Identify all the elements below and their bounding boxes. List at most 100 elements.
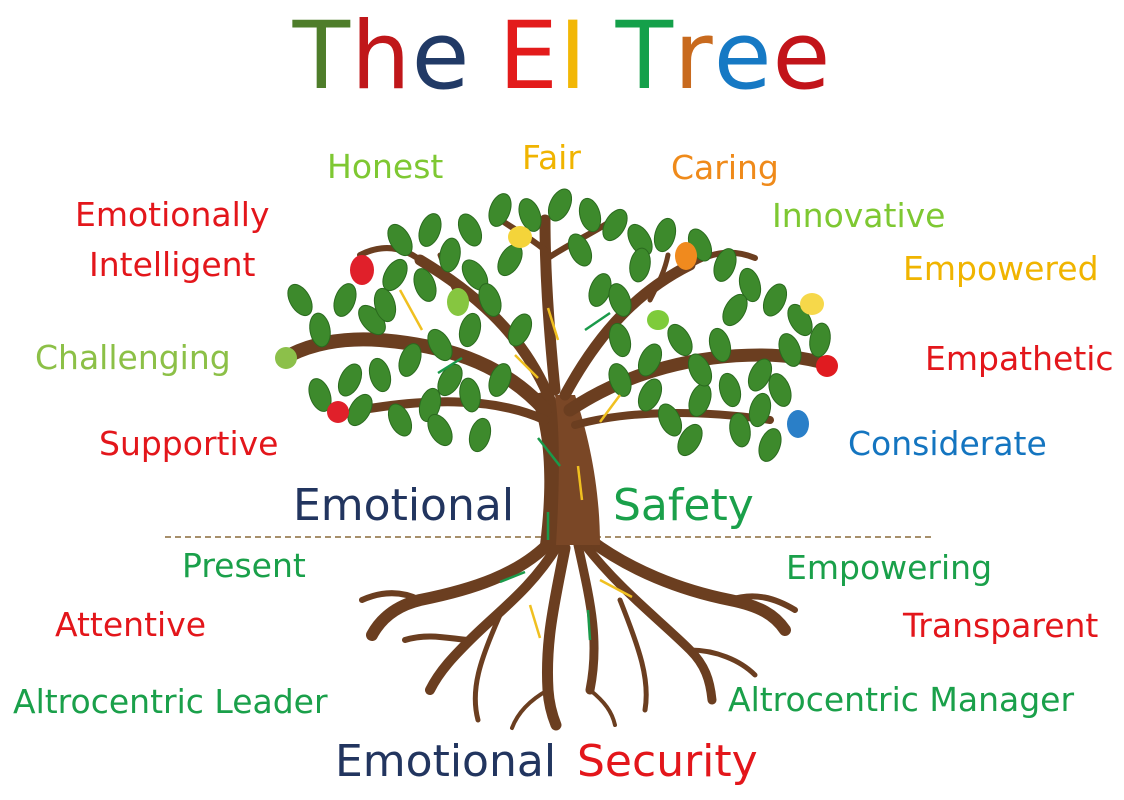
leaf-shape bbox=[427, 413, 453, 447]
red-apple-fruit bbox=[816, 355, 838, 377]
trait-transparent: Transparent bbox=[903, 606, 1099, 645]
leaf-shape bbox=[507, 313, 533, 347]
leaf-shape bbox=[518, 198, 542, 232]
leaf-shape bbox=[809, 322, 831, 358]
leaf-shape bbox=[287, 283, 313, 317]
green-pear-fruit bbox=[447, 288, 469, 316]
emotional-security-right: Security bbox=[577, 736, 758, 787]
leaf-shape bbox=[608, 283, 632, 317]
leaf-shape bbox=[567, 233, 593, 267]
leaf-shape bbox=[762, 283, 788, 317]
green-apple-fruit bbox=[275, 347, 297, 369]
leaf-shape bbox=[347, 393, 373, 427]
title-letter: e bbox=[411, 2, 471, 111]
leaf-shape bbox=[718, 372, 742, 408]
emotional-safety-left: Emotional bbox=[293, 480, 515, 531]
leaf-shape bbox=[667, 323, 693, 357]
leaf-shape bbox=[418, 213, 442, 247]
leaf-shape bbox=[608, 322, 632, 358]
trait-innovative: Innovative bbox=[772, 196, 946, 235]
leaf-shape bbox=[738, 267, 762, 303]
leaf-shape bbox=[713, 248, 737, 282]
leaf-shape bbox=[387, 403, 413, 437]
leaf-shape bbox=[653, 217, 677, 253]
leaf-shape bbox=[373, 287, 397, 323]
leaf-shape bbox=[457, 213, 483, 247]
green-apple-fruit bbox=[647, 310, 669, 330]
tree-roots bbox=[359, 534, 798, 731]
trait-empowered: Empowered bbox=[903, 249, 1099, 288]
leaf-shape bbox=[413, 268, 437, 302]
leaf-shape bbox=[637, 378, 663, 412]
blue-pear-fruit bbox=[787, 410, 809, 438]
leaf-shape bbox=[459, 377, 481, 413]
yellow-apple-fruit bbox=[508, 226, 532, 248]
title-letter: h bbox=[351, 2, 412, 111]
role-altrocentric-leader: Altrocentric Leader bbox=[13, 682, 328, 721]
title-letter: T bbox=[292, 2, 352, 111]
trait-challenging: Challenging bbox=[35, 338, 231, 377]
trait-supportive: Supportive bbox=[99, 424, 279, 463]
trait-emotionally: Emotionally bbox=[75, 195, 270, 234]
title-letter: r bbox=[674, 2, 714, 111]
emotional-security-left: Emotional bbox=[335, 736, 557, 787]
leaf-shape bbox=[458, 312, 482, 348]
leaf-shape bbox=[439, 237, 461, 273]
tree-fruits bbox=[275, 226, 838, 438]
orange-pear-fruit bbox=[675, 242, 697, 270]
trait-fair: Fair bbox=[522, 138, 581, 177]
trait-attentive: Attentive bbox=[55, 605, 207, 644]
leaf-shape bbox=[437, 363, 463, 397]
leaf-shape bbox=[758, 428, 782, 462]
leaf-shape bbox=[677, 423, 703, 457]
leaf-shape bbox=[333, 283, 357, 317]
tree-leaves bbox=[287, 188, 831, 462]
leaf-shape bbox=[308, 378, 332, 412]
title-letter: I bbox=[558, 2, 588, 111]
leaf-shape bbox=[722, 293, 748, 327]
leaf-shape bbox=[629, 247, 651, 283]
trait-present: Present bbox=[182, 546, 306, 585]
red-pear-fruit bbox=[350, 255, 374, 285]
leaf-shape bbox=[747, 358, 773, 392]
trait-empowering: Empowering bbox=[786, 548, 993, 587]
leaf-shape bbox=[657, 403, 683, 437]
leaf-shape bbox=[687, 353, 713, 387]
yellow-apple-fruit bbox=[800, 293, 824, 315]
leaf-shape bbox=[578, 197, 602, 233]
flow-arrows bbox=[398, 289, 633, 641]
trait-caring: Caring bbox=[671, 148, 779, 187]
red-apple-fruit bbox=[327, 401, 349, 423]
leaf-shape bbox=[708, 327, 732, 363]
leaf-shape bbox=[468, 417, 492, 453]
emotional-safety-right: Safety bbox=[613, 480, 754, 531]
leaf-shape bbox=[488, 193, 512, 227]
leaf-shape bbox=[768, 373, 792, 407]
title-letter: E bbox=[498, 2, 559, 111]
leaf-shape bbox=[547, 188, 573, 222]
leaf-shape bbox=[608, 363, 632, 397]
leaf-shape bbox=[488, 363, 512, 397]
title-letter: e bbox=[713, 2, 773, 111]
leaf-shape bbox=[368, 357, 392, 393]
trait-honest: Honest bbox=[327, 147, 444, 186]
leaf-shape bbox=[637, 343, 663, 377]
leaf-shape bbox=[778, 333, 802, 367]
leaf-shape bbox=[427, 328, 453, 362]
leaf-shape bbox=[309, 312, 331, 348]
title-letter: T bbox=[615, 2, 675, 111]
trait-considerate: Considerate bbox=[848, 424, 1047, 463]
leaf-shape bbox=[478, 283, 502, 317]
title-letter: e bbox=[772, 2, 832, 111]
leaf-shape bbox=[748, 392, 772, 428]
leaf-shape bbox=[398, 343, 422, 377]
leaf-shape bbox=[337, 363, 363, 397]
trait-intelligent: Intelligent bbox=[89, 245, 256, 284]
leaf-shape bbox=[418, 387, 442, 423]
leaf-shape bbox=[387, 223, 413, 257]
trait-empathetic: Empathetic bbox=[925, 339, 1114, 378]
role-altrocentric-manager: Altrocentric Manager bbox=[728, 680, 1075, 719]
